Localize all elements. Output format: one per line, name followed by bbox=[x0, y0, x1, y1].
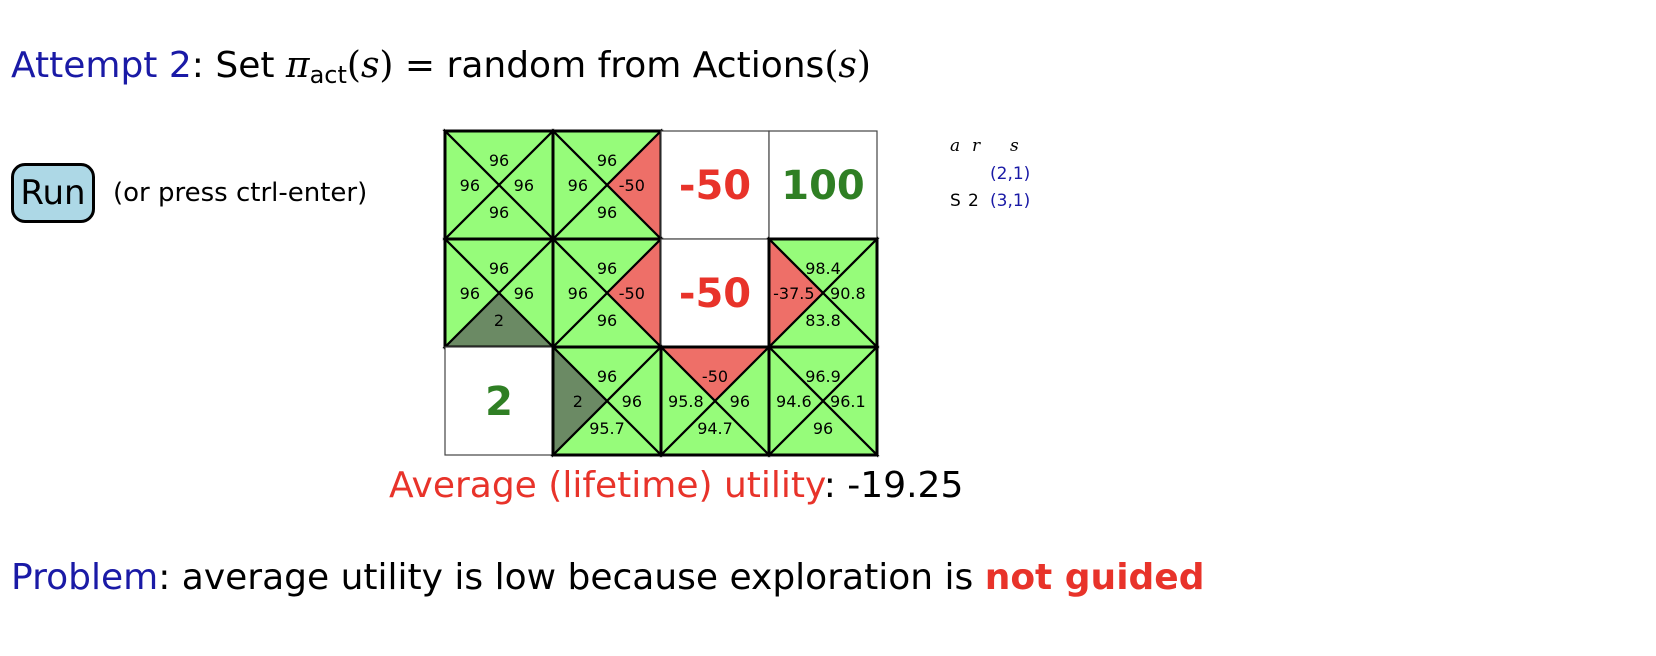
q-value-n: -50 bbox=[702, 367, 728, 386]
attempt-label: Attempt 2 bbox=[11, 45, 192, 86]
state-var-2: s bbox=[838, 45, 857, 86]
grid-cell-1-2: -50 bbox=[660, 238, 770, 348]
q-value-n: 96.9 bbox=[805, 367, 841, 386]
q-value-w: 96 bbox=[568, 284, 588, 303]
paren-open: ( bbox=[346, 45, 361, 86]
q-value-e: 90.8 bbox=[830, 284, 866, 303]
q-value-e: 96.1 bbox=[830, 392, 866, 411]
cell-border bbox=[767, 345, 879, 457]
terminal-cell-bg bbox=[768, 130, 878, 240]
grid-cell-1-3: 98.4 90.8 83.8 -37.5 bbox=[766, 236, 880, 350]
title-rest: = random from Actions bbox=[393, 45, 825, 86]
average-utility: Average (lifetime) utility: -19.25 bbox=[389, 465, 964, 506]
q-value-s: 94.7 bbox=[697, 419, 733, 438]
terminal-value: 2 bbox=[485, 379, 513, 425]
q-value-n: 98.4 bbox=[805, 259, 841, 278]
problem-label: Problem bbox=[11, 557, 159, 598]
q-value-n: 96 bbox=[489, 259, 509, 278]
q-value-n: 96 bbox=[597, 367, 617, 386]
q-value-n: 96 bbox=[597, 259, 617, 278]
q-value-w: 94.6 bbox=[776, 392, 812, 411]
utility-label: Average (lifetime) utility bbox=[389, 465, 824, 506]
log-header-a: a bbox=[950, 137, 960, 156]
terminal-value: 100 bbox=[781, 163, 865, 209]
q-value-n: 96 bbox=[489, 151, 509, 170]
pi-subscript: act bbox=[309, 61, 347, 89]
log-header-r: r bbox=[972, 137, 981, 156]
utility-value: -19.25 bbox=[847, 465, 964, 506]
log-cell-s[interactable]: (2,1) bbox=[990, 164, 1030, 184]
q-value-w: -37.5 bbox=[773, 284, 814, 303]
q-value-e: 96 bbox=[730, 392, 750, 411]
log-cell-r: 2 bbox=[968, 191, 979, 211]
q-value-s: 96 bbox=[597, 203, 617, 222]
title-sep: : Set bbox=[191, 45, 286, 86]
pi-symbol: π bbox=[285, 45, 310, 86]
terminal-value: -50 bbox=[679, 271, 751, 317]
q-value-s: 2 bbox=[494, 311, 504, 330]
problem-emphasis: not guided bbox=[984, 557, 1205, 598]
q-value-w: 95.8 bbox=[668, 392, 704, 411]
grid-cell-0-3: 100 bbox=[768, 130, 878, 240]
q-value-s: 83.8 bbox=[805, 311, 841, 330]
q-value-s: 96 bbox=[489, 203, 509, 222]
q-value-w: 96 bbox=[460, 176, 480, 195]
grid-cell-0-0: 96 96 96 96 bbox=[442, 128, 556, 242]
log-cell-a: S bbox=[950, 191, 961, 211]
run-button[interactable]: Run bbox=[11, 163, 95, 223]
q-value-e: 96 bbox=[514, 284, 534, 303]
q-value-e: -50 bbox=[619, 176, 645, 195]
grid-cell-0-2: -50 bbox=[660, 130, 770, 240]
problem-text: : average utility is low because explora… bbox=[158, 557, 985, 598]
terminal-value: -50 bbox=[679, 163, 751, 209]
paren-close: ) bbox=[379, 45, 394, 86]
grid-cell-1-0: 96 96 2 96 bbox=[442, 236, 556, 350]
q-value-s: 95.7 bbox=[589, 419, 625, 438]
q-value-s: 96 bbox=[813, 419, 833, 438]
slide-title: Attempt 2: Set πact(s) = random from Act… bbox=[11, 45, 871, 89]
log-cell-s[interactable]: (3,1) bbox=[990, 191, 1030, 211]
q-value-w: 96 bbox=[568, 176, 588, 195]
log-header-s: s bbox=[1010, 137, 1019, 156]
grid-cell-2-0: 2 bbox=[444, 346, 554, 456]
q-value-e: 96 bbox=[622, 392, 642, 411]
grid-cell-2-1: 96 96 95.7 2 bbox=[550, 344, 664, 458]
run-hint: (or press ctrl-enter) bbox=[113, 178, 368, 208]
q-value-s: 96 bbox=[597, 311, 617, 330]
terminal-cell-bg bbox=[444, 346, 554, 456]
q-value-e: 96 bbox=[514, 176, 534, 195]
q-value-e: -50 bbox=[619, 284, 645, 303]
state-var: s bbox=[360, 45, 380, 86]
problem-statement: Problem: average utility is low because … bbox=[11, 560, 1204, 596]
q-value-n: 96 bbox=[597, 151, 617, 170]
q-value-w: 96 bbox=[460, 284, 480, 303]
q-value-w: 2 bbox=[573, 392, 583, 411]
